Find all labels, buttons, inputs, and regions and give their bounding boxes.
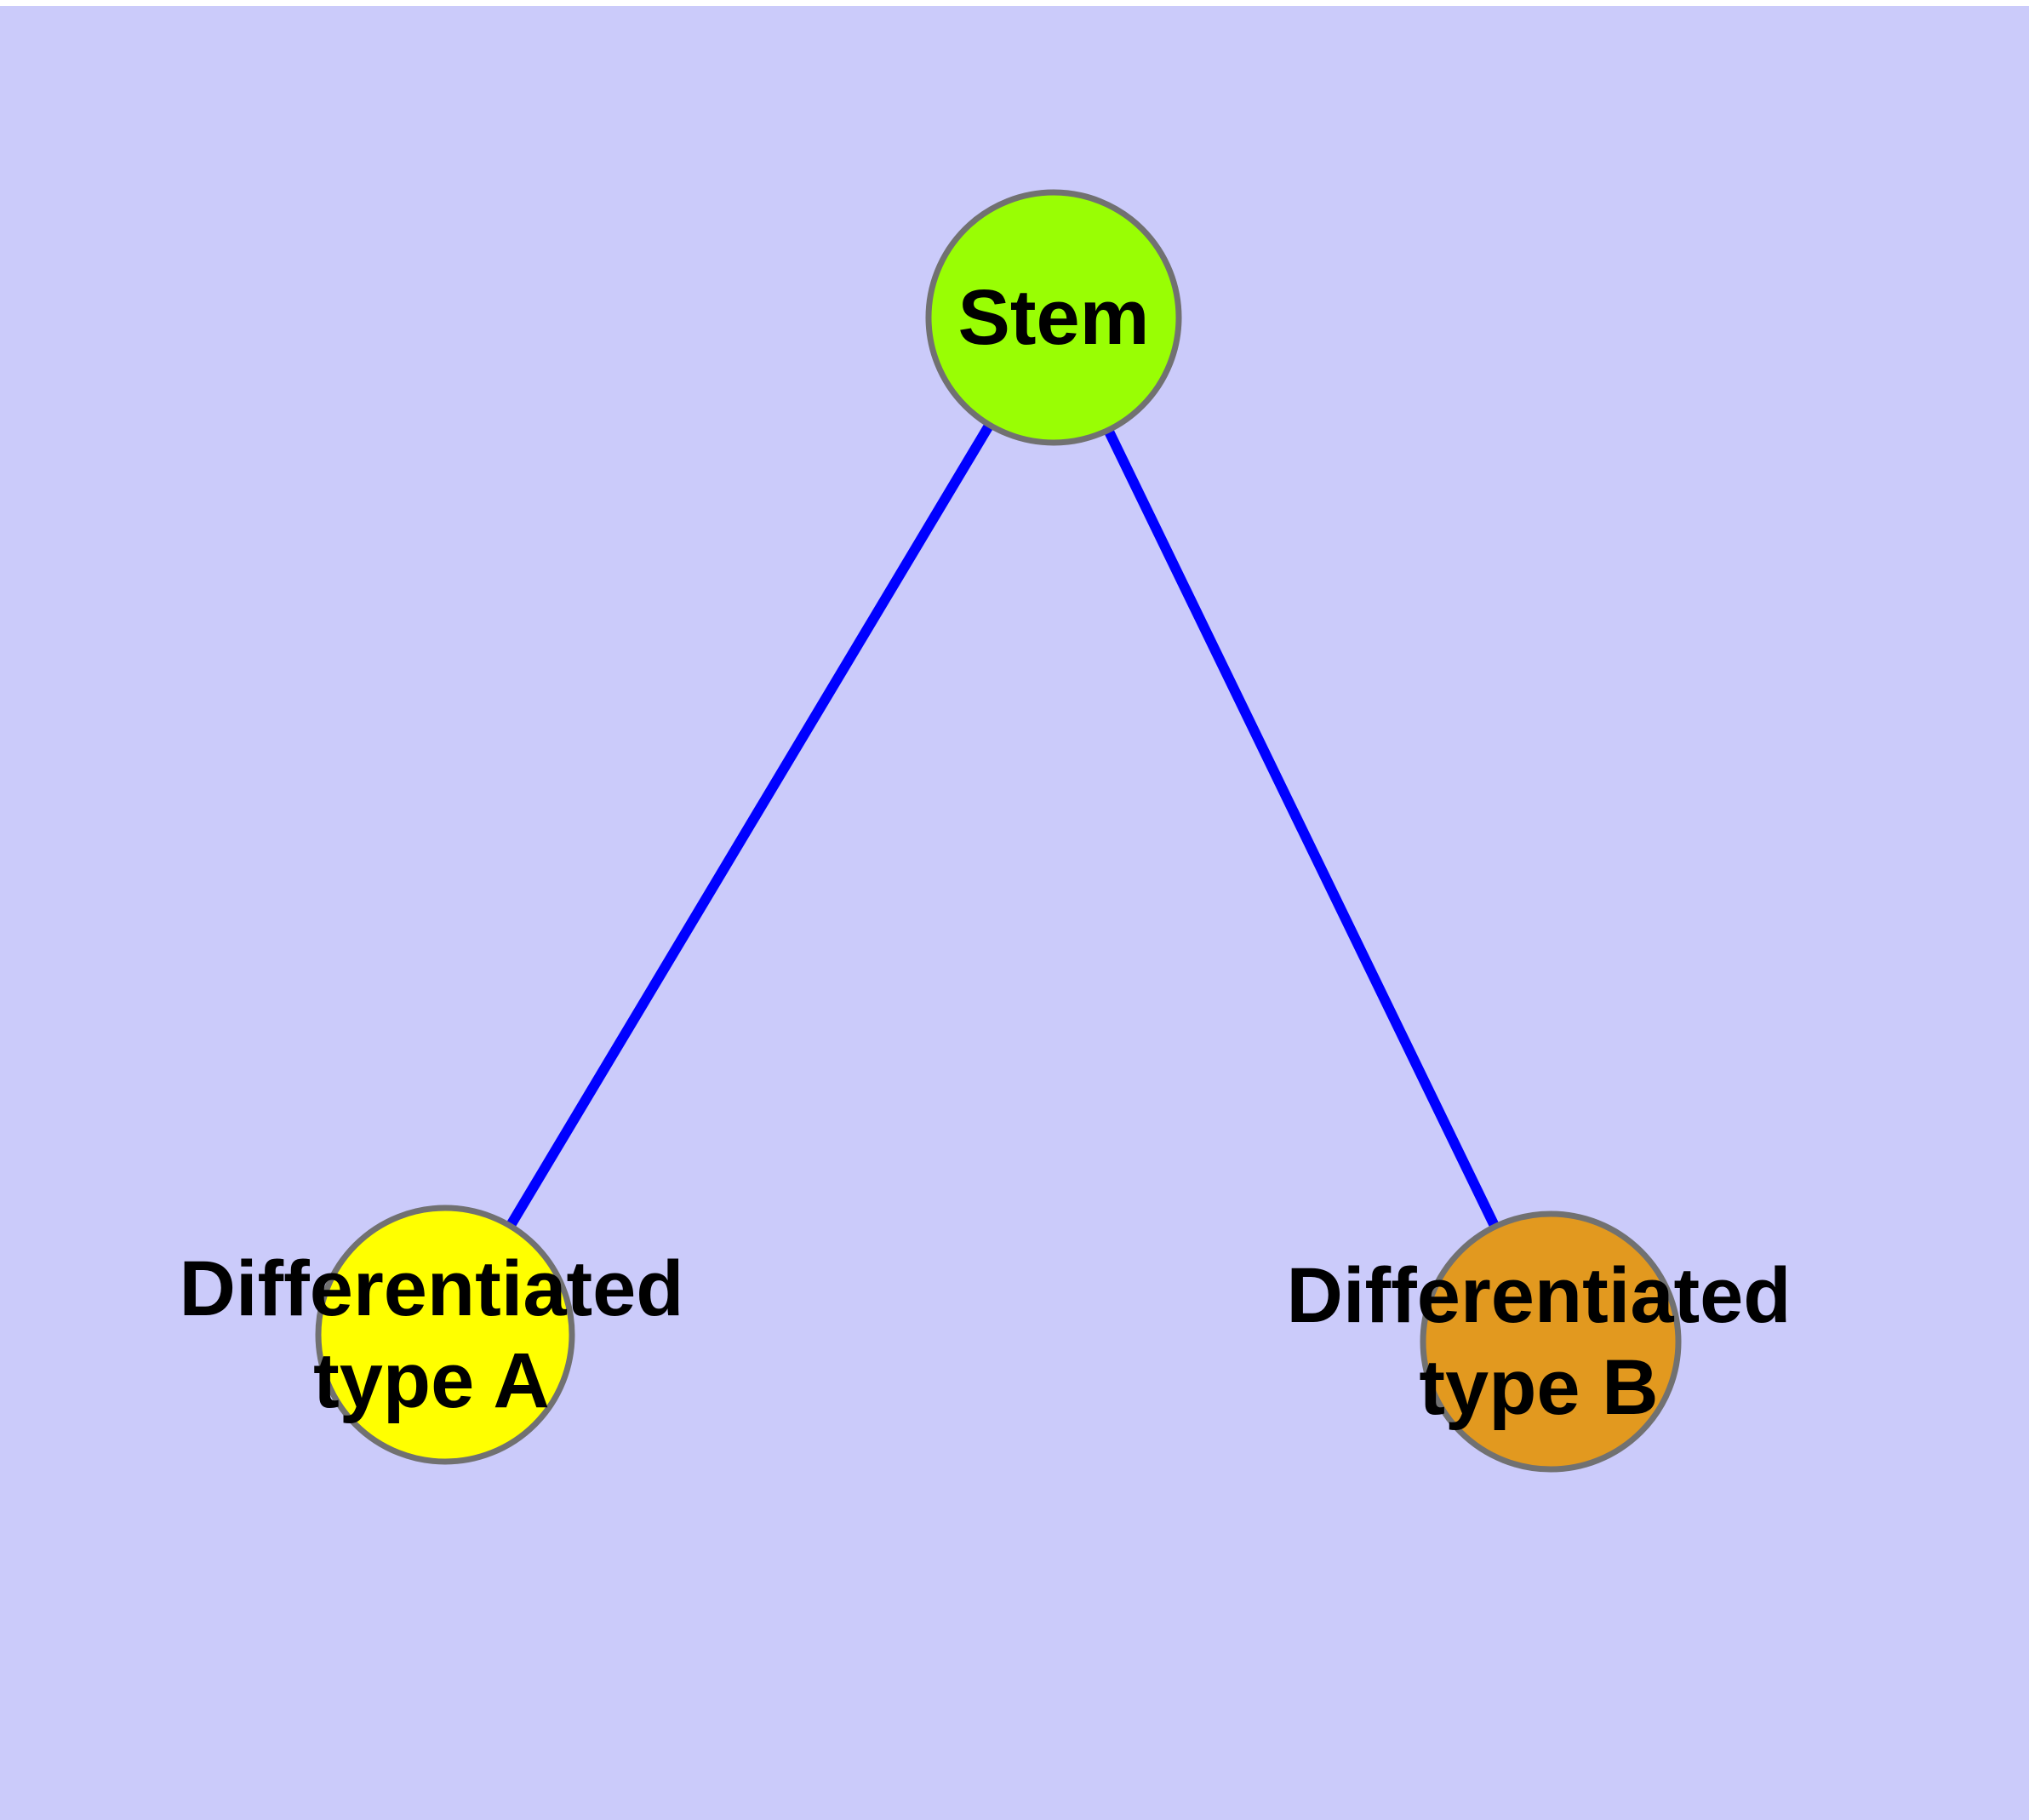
- node-type-a-label-line1: Differentiated: [179, 1245, 684, 1332]
- node-type-a-label-line2: type A: [313, 1337, 550, 1424]
- node-stem-label: Stem: [957, 274, 1150, 361]
- node-type-b-label-line2: type B: [1419, 1344, 1659, 1431]
- node-type-b-circle: [1420, 1210, 1682, 1473]
- node-type-a-circle: [315, 1205, 575, 1465]
- node-stem-circle: [925, 189, 1182, 446]
- node-type-a-label: Differentiated type A: [180, 1243, 684, 1427]
- edge-stem-to-type-b: [1049, 315, 1556, 1344]
- edge-stem-to-type-a: [440, 314, 1059, 1338]
- node-type-b-label-line1: Differentiated: [1286, 1252, 1792, 1339]
- node-type-b-label: Differentiated type B: [1287, 1250, 1792, 1434]
